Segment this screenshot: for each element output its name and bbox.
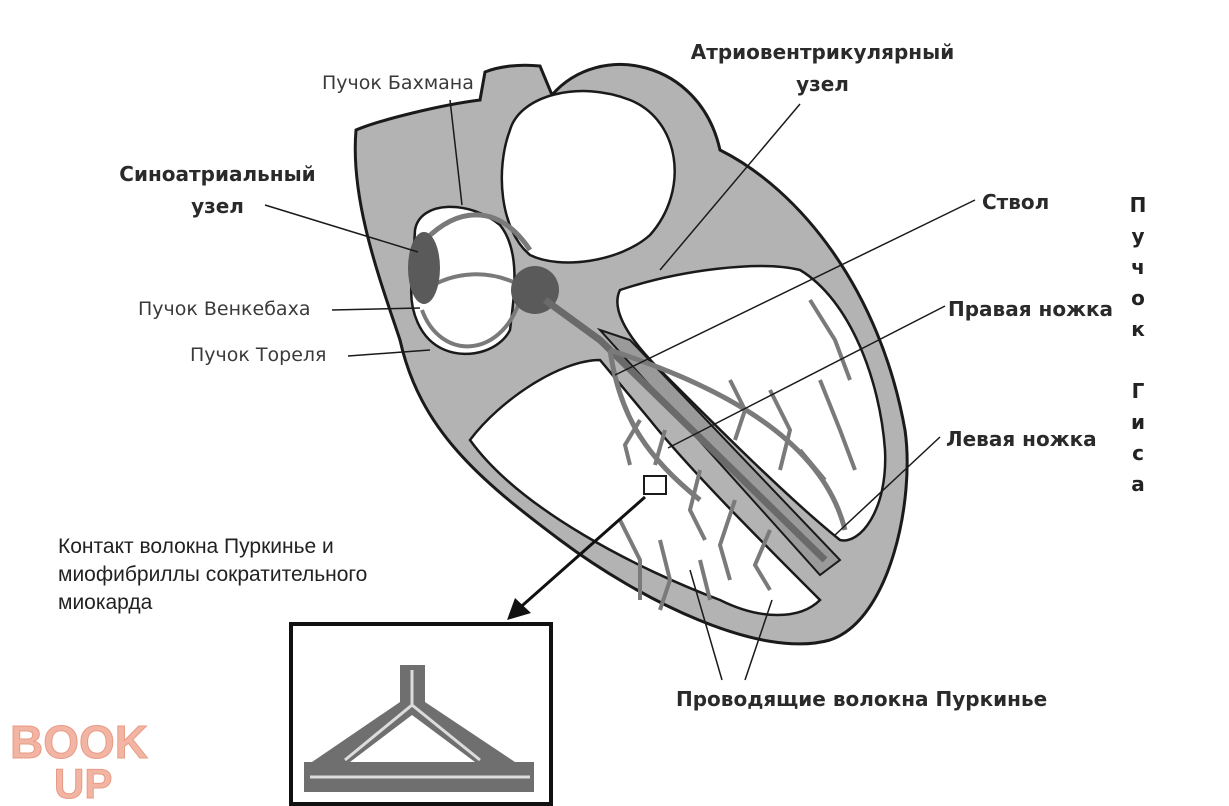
logo-word-book: BOOK — [10, 716, 148, 768]
purkinje-twig — [653, 429, 667, 466]
vertical-letter: с — [1132, 441, 1144, 465]
label-thorel-bundle: Пучок Тореля — [190, 344, 327, 366]
label-purkinje-fibers: Проводящие волокна Пуркинье — [676, 687, 1048, 711]
inset-fiber-shape — [312, 665, 515, 762]
purkinje-twig — [798, 448, 827, 482]
vertical-letter: а — [1131, 472, 1145, 496]
purkinje-twig — [618, 519, 642, 600]
sa-node — [408, 232, 440, 304]
purkinje-twig — [808, 298, 852, 381]
contact-line-1: Контакт волокна Пуркинье и — [58, 535, 334, 558]
purkinje-twig — [658, 539, 673, 611]
leader-trunk — [614, 199, 976, 376]
label-wenckebach-bundle: Пучок Венкебаха — [138, 298, 311, 320]
leader-wenckebach — [331, 307, 421, 311]
label-av-node-line2: узел — [796, 72, 849, 96]
vertical-letter: о — [1131, 286, 1145, 310]
label-contact-caption: Контакт волокна Пуркинье и миофибриллы с… — [58, 533, 367, 617]
right-atrium-cavity — [410, 205, 516, 356]
label-bachmann-bundle: Пучок Бахмана — [322, 72, 474, 94]
leader-thorel — [347, 349, 431, 357]
vertical-letter: П — [1129, 193, 1147, 217]
purkinje-twig — [622, 418, 642, 466]
left-atrium-cavity — [500, 89, 676, 264]
logo-word-up: UP — [54, 760, 112, 800]
leader-lines — [264, 99, 976, 681]
label-sa-node-line1: Синоатриальный — [119, 162, 316, 186]
purkinje-twig — [728, 379, 748, 441]
arrow-head — [507, 598, 531, 620]
purkinje-twig — [818, 379, 857, 471]
leader-right-branch — [667, 305, 946, 449]
vertical-letter — [1128, 345, 1148, 376]
bachmann-bundle — [423, 212, 533, 252]
label-his-bundle-vertical: П у ч о к Г и с а — [1128, 190, 1148, 500]
label-trunk: Ствол — [982, 190, 1050, 214]
label-av-node-line1: Атриовентрикулярный — [690, 40, 955, 64]
leader-left-branch — [834, 436, 941, 536]
inset-fiber-trace — [310, 670, 530, 779]
leader-av-node — [659, 103, 801, 271]
bookup-logo: BOOK UP — [10, 716, 149, 801]
contact-line-3: миокарда — [58, 591, 153, 614]
vertical-letter: ч — [1131, 255, 1145, 279]
contact-marker — [643, 475, 667, 495]
purkinje-twig — [698, 559, 712, 601]
purkinje-twig — [717, 499, 737, 581]
inset-arrow — [507, 495, 646, 620]
contact-inset — [289, 622, 553, 806]
label-right-branch: Правая ножка — [948, 297, 1114, 321]
purkinje-network — [618, 298, 857, 611]
purkinje-twig — [768, 389, 793, 471]
vertical-letter: Г — [1131, 379, 1145, 403]
vertical-letter: и — [1130, 410, 1145, 434]
contact-line-2: миофибриллы сократительного — [58, 563, 368, 586]
purkinje-twig — [752, 529, 772, 592]
right-branch-fiber — [607, 349, 702, 502]
vertical-letter: у — [1131, 224, 1145, 248]
leader-bachmann — [449, 99, 463, 206]
his-bundle — [542, 297, 828, 563]
label-sa-node-line2: узел — [191, 194, 244, 218]
purkinje-twig — [687, 469, 707, 541]
heart — [353, 63, 909, 646]
leader-purkinje-2 — [744, 599, 773, 681]
left-branch-fiber — [609, 347, 848, 531]
label-left-branch: Левая ножка — [946, 427, 1097, 451]
leader-sa-node — [264, 204, 419, 253]
thorel-bundle — [420, 299, 522, 349]
vertical-letter: к — [1131, 317, 1145, 341]
leader-purkinje-1 — [689, 569, 723, 681]
